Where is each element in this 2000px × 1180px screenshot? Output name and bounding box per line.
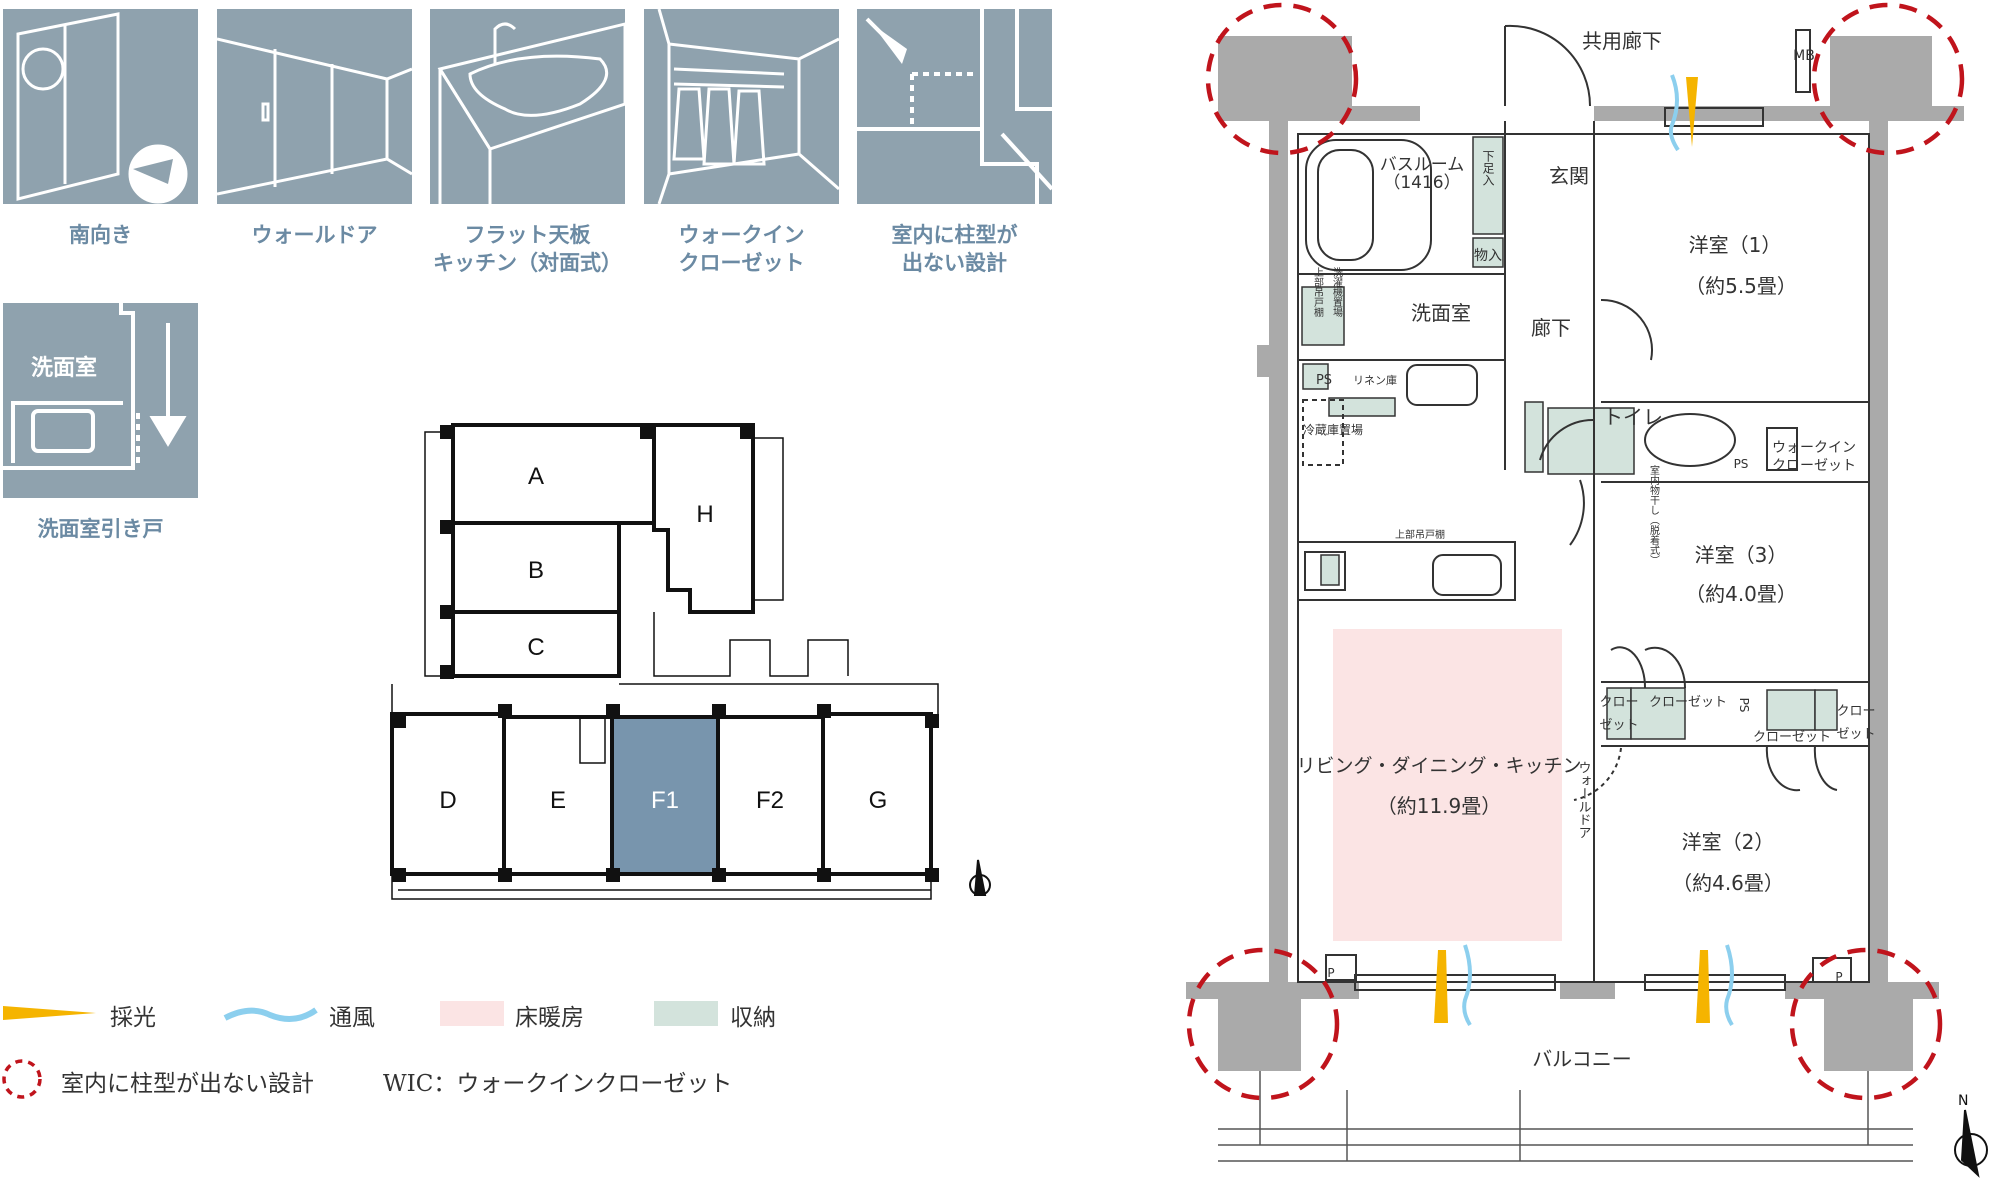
ldk-label: リビング・ダイニング・キッチン — [1296, 755, 1581, 777]
washroom-label: 洗面室 — [1411, 301, 1471, 325]
legend-ventilation-label: 通風 — [329, 1005, 375, 1031]
floor-heating-area — [1333, 629, 1562, 941]
unit-g[interactable] — [821, 712, 933, 876]
feature-label: 南向き — [69, 223, 132, 247]
bathroom-size: （1416） — [1383, 173, 1460, 193]
feature-tile-washroom-door: 洗面室 — [3, 303, 198, 498]
lighting-legend-icon — [3, 1006, 96, 1020]
legend-lighting-label: 採光 — [110, 1005, 156, 1031]
kitchen-cabinet-label: 上部吊戸棚 — [1395, 528, 1445, 541]
key-plan: A B C H D E F1 F2 G — [390, 423, 991, 900]
feature-tile-wall-door — [217, 9, 412, 204]
legend-storage-label: 収納 — [730, 1005, 776, 1031]
compass-icon — [969, 859, 991, 896]
room2-size: （約4.6畳） — [1672, 871, 1784, 895]
entrance-label: 玄関 — [1549, 164, 1589, 188]
unit-label: D — [439, 787, 456, 814]
feature-label: 室内に柱型が出ない設計 — [891, 223, 1018, 275]
ps-label: PS — [1734, 457, 1749, 471]
no-pillar-icon — [857, 9, 1052, 204]
ventilation-legend-icon — [223, 1007, 318, 1022]
unit-f1[interactable] — [610, 715, 720, 876]
hallway-label: 廊下 — [1531, 316, 1571, 340]
unit-label: H — [696, 501, 713, 528]
unit-label: B — [528, 557, 544, 584]
room2-label: 洋室（2） — [1682, 830, 1775, 854]
closet-label: クロー — [1836, 704, 1875, 719]
feature-tile-walk-in-closet — [644, 9, 839, 204]
lighting-icon — [1434, 77, 1710, 1023]
structure-walls — [1186, 36, 1964, 1071]
legend-no-pillar-label: 室内に柱型が出ない設計 — [61, 1071, 314, 1097]
room3-label: 洋室（3） — [1695, 543, 1788, 567]
feature-tile-no-pillar — [857, 9, 1052, 204]
unit-label: F1 — [651, 787, 679, 814]
closet-label: ゼット — [1836, 727, 1875, 742]
unit-label: A — [528, 463, 544, 490]
room3-size: （約4.0畳） — [1685, 582, 1797, 606]
storage-label: 物入 — [1474, 248, 1502, 264]
toilet-label: トイレ — [1603, 405, 1663, 429]
feature-label: ウォークインクローゼット — [678, 223, 805, 275]
ps-label: PS — [1737, 698, 1751, 713]
unit-c[interactable] — [451, 610, 621, 678]
storage-swatch — [654, 1001, 718, 1026]
storage-areas — [1301, 136, 1838, 740]
wic-label: クローゼット — [1772, 458, 1856, 474]
washroom-sliding-door-icon: 洗面室 — [3, 303, 187, 470]
legend-wic-note: WIC：ウォークインクローゼット — [383, 1071, 733, 1097]
feature-label: ウォールドア — [251, 223, 378, 247]
south-facing-icon — [16, 12, 188, 204]
p-label: P — [1327, 966, 1334, 980]
unit-label: C — [527, 634, 544, 661]
feature-tile-south-facing — [3, 9, 198, 204]
wall-door-icon — [217, 37, 412, 196]
pillar-legend-icon — [2, 1059, 42, 1099]
balcony-railing — [1218, 1071, 1913, 1162]
closet-label: クロー — [1599, 695, 1638, 710]
ps-label: PS — [1316, 373, 1332, 388]
partitions — [1297, 24, 1870, 991]
ventilation-icon — [1462, 74, 1734, 1027]
floor-heating-swatch — [440, 1001, 504, 1026]
floor-plan: N 共用廊下 MB バスルーム （1416） 玄関 下足入 物入 洋室（1） （… — [1186, 2, 1988, 1178]
closet-label: クローゼット — [1649, 695, 1727, 710]
closet-label: クローゼット — [1753, 730, 1831, 745]
feature-tile-flat-kitchen — [430, 9, 625, 204]
unit-label: G — [869, 787, 888, 814]
svg-text:N: N — [1958, 1093, 1968, 1109]
walk-in-closet-icon — [657, 9, 839, 204]
flat-kitchen-icon — [437, 22, 625, 204]
legend-floor-heating-label: 床暖房 — [515, 1005, 584, 1031]
unit-label: E — [550, 787, 566, 814]
feature-label: 洗面室引き戸 — [37, 517, 164, 541]
unit-a[interactable] — [451, 423, 656, 525]
p-label: P — [1835, 970, 1842, 984]
ldk-size: （約11.9畳） — [1377, 794, 1502, 818]
closet-label: ゼット — [1599, 718, 1638, 733]
shoe-storage-label: 下足入 — [1481, 150, 1495, 186]
no-pillar-markers — [1186, 2, 1965, 1101]
bathroom-label: バスルーム — [1380, 155, 1465, 175]
washer-space-label: 洗濯機置場 — [1331, 267, 1343, 318]
compass-icon: N — [1954, 1093, 1988, 1178]
fridge-label: 冷蔵庫置場 — [1303, 423, 1363, 437]
room1-label: 洋室（1） — [1689, 233, 1782, 257]
upper-cabinet-label: 上部吊戸棚 — [1312, 267, 1324, 318]
drying-label: 室内物干し（脱着式） — [1648, 464, 1660, 565]
feature-label: フラット天板キッチン（対面式） — [433, 223, 622, 275]
tile-text: 洗面室 — [31, 355, 97, 381]
room1-size: （約5.5畳） — [1685, 274, 1797, 298]
wall-door-label: ウォールドア — [1576, 761, 1591, 839]
mb-label: MB — [1793, 48, 1815, 64]
linen-label: リネン庫 — [1353, 373, 1397, 387]
common-corridor-label: 共用廊下 — [1582, 29, 1662, 53]
unit-h[interactable] — [652, 423, 755, 614]
unit-label: F2 — [756, 787, 784, 814]
balcony-label: バルコニー — [1532, 1047, 1632, 1071]
wic-label: ウォークイン — [1772, 440, 1856, 456]
